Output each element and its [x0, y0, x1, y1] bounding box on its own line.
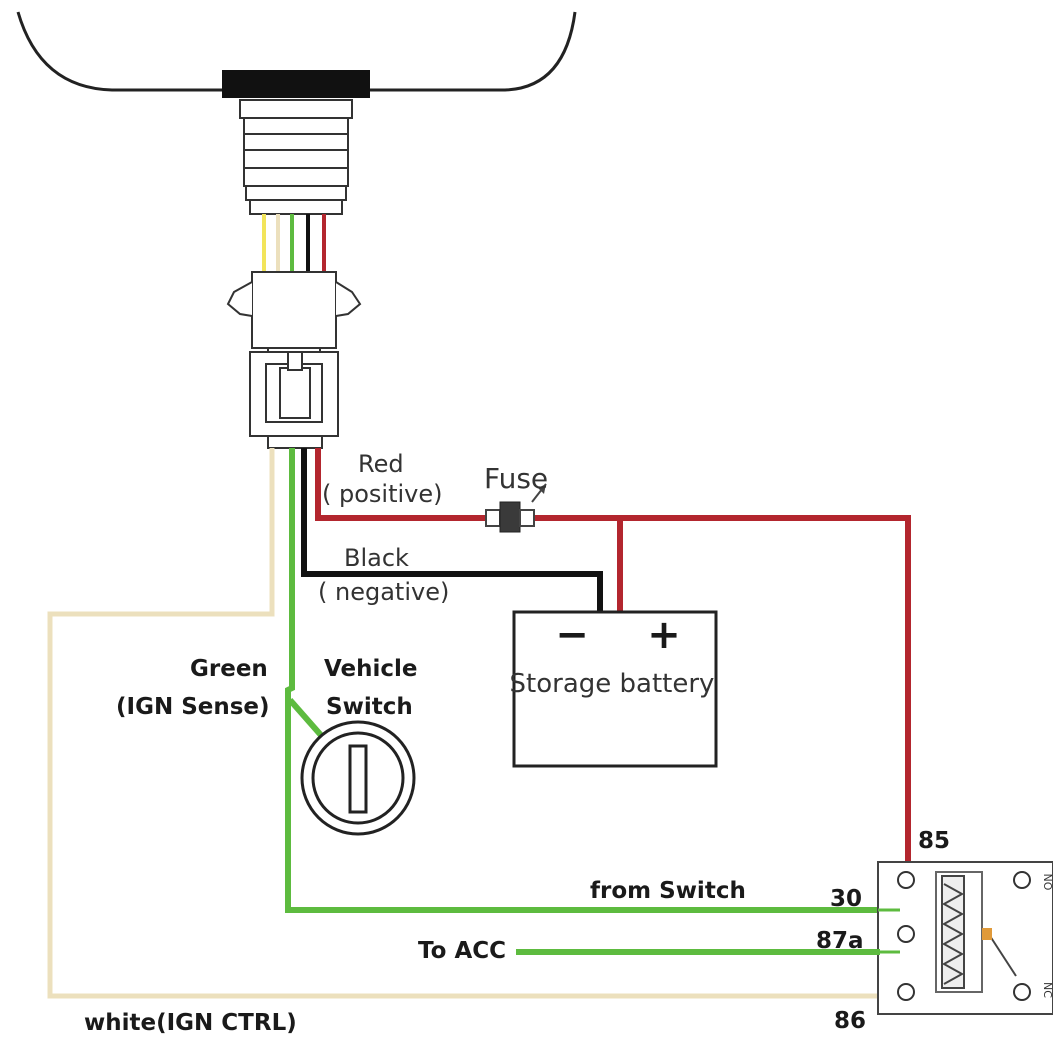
red-wire-sublabel: ( positive) [322, 480, 443, 508]
red-wire [315, 448, 911, 862]
fuse-icon [485, 483, 547, 533]
black-wire-label: Black [344, 544, 409, 572]
vehicle-switch-sublabel: Switch [326, 694, 413, 720]
to-acc-label: To ACC [418, 938, 506, 964]
vehicle-switch-label: Vehicle [324, 656, 418, 682]
device-cap [222, 70, 370, 98]
cable-grommet [239, 99, 353, 215]
green-wire-sublabel: (IGN Sense) [116, 694, 270, 720]
white-wire [47, 448, 880, 999]
black-wire [301, 448, 603, 612]
battery-positive-symbol: + [647, 612, 681, 658]
relay-label-bottom: NC [1041, 982, 1053, 998]
storage-battery [512, 610, 718, 768]
red-wire-label: Red [358, 450, 404, 478]
relay-label-top: NO [1041, 874, 1053, 891]
relay-icon [877, 861, 1053, 1015]
white-wire-label: white(IGN CTRL) [84, 1010, 297, 1036]
relay-pin-30: 30 [830, 886, 862, 912]
battery-negative-symbol: − [555, 612, 589, 658]
relay-pin-87a: 87a [816, 928, 864, 954]
wire-bundle [262, 214, 326, 272]
black-wire-sublabel: ( negative) [318, 578, 449, 606]
fuse-label: Fuse [484, 462, 548, 495]
vehicle-switch-icon [300, 720, 416, 836]
battery-label: Storage battery [510, 669, 715, 699]
connector-plug [226, 271, 362, 449]
green-wire-label: Green [190, 656, 268, 682]
green-wire [285, 448, 880, 913]
from-switch-label: from Switch [590, 878, 746, 904]
relay-pin-85: 85 [918, 828, 950, 854]
relay-pin-86: 86 [834, 1008, 866, 1034]
